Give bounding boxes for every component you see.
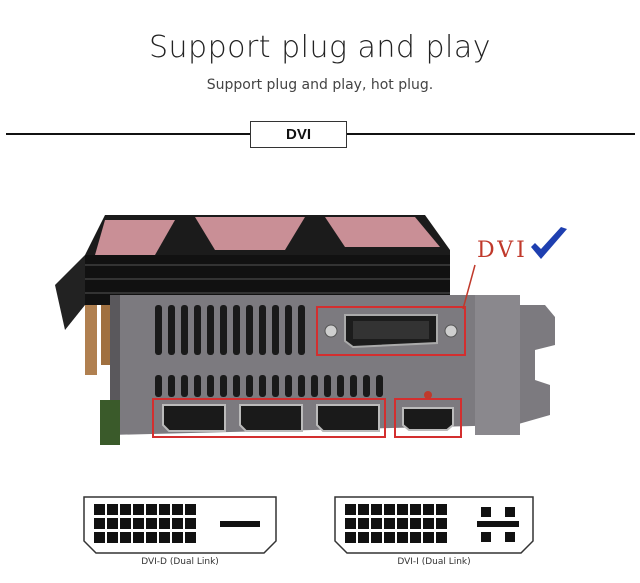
page-title: Support plug and play [148,30,492,65]
dvi-i-label: DVI-I (Dual Link) [397,557,471,567]
divider-left [6,133,250,135]
dvi-annotation: DVI [477,238,528,263]
page-subtitle: Support plug and play, hot plug. [206,77,434,93]
hdmi-port [394,391,462,438]
pcb-edge [100,400,120,445]
graphics-card-image: DVI [55,215,567,445]
dvi-callout-line [462,264,476,310]
checkmark-icon [531,227,567,259]
displayport-ports [152,398,386,438]
heatpipes [85,305,111,375]
section-label-box: DVI [250,121,347,148]
dvi-i-connector-diagram [334,496,534,554]
dvi-d-connector-diagram [83,496,277,554]
dvi-port [316,306,466,356]
vent-slots [155,305,383,397]
dvi-d-label: DVI-D (Dual Link) [141,557,219,567]
divider-right [347,133,635,135]
